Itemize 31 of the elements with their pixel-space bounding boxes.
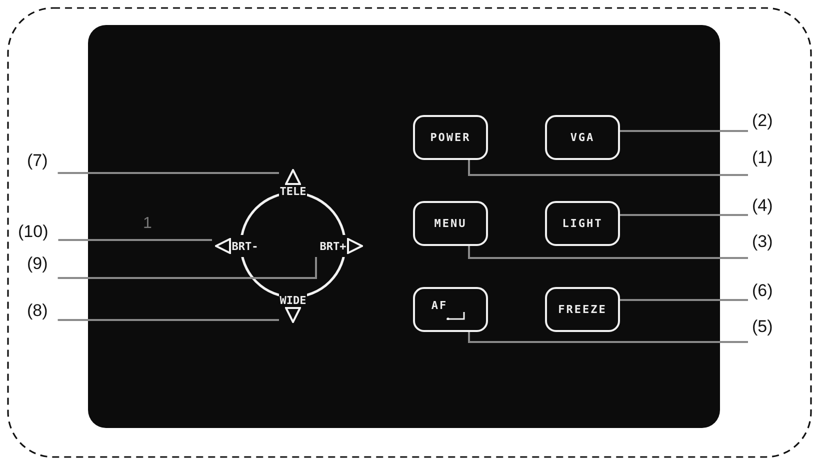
leader-line — [620, 214, 748, 216]
callout-number: (1) — [752, 148, 773, 168]
callout-number: (4) — [752, 196, 773, 216]
callout-number: (7) — [27, 151, 48, 171]
key-label: TELE — [278, 184, 308, 198]
panel-button: FREEZE — [545, 287, 620, 332]
callout-number: (9) — [27, 254, 48, 274]
panel-button: VGA — [545, 115, 620, 160]
panel-button: MENU — [413, 201, 488, 246]
callout-number: (6) — [752, 281, 773, 301]
callout-number: (10) — [18, 222, 48, 242]
leader-line — [468, 160, 748, 176]
callout-number: (5) — [752, 317, 773, 337]
leader-line — [58, 239, 212, 241]
panel-button: POWER — [413, 115, 488, 160]
stray-mark: 1 — [143, 214, 152, 234]
leader-line — [58, 257, 317, 279]
leader-line — [620, 130, 748, 132]
leader-line — [58, 172, 279, 174]
callout-number: (3) — [752, 232, 773, 252]
leader-line — [468, 332, 748, 343]
key-label: WIDE — [278, 294, 308, 306]
callout-number: (2) — [752, 111, 773, 131]
key-label: BRT- — [230, 240, 260, 252]
panel-button: AF — [413, 287, 488, 332]
leader-line — [58, 319, 279, 321]
key-label: BRT+ — [318, 240, 348, 252]
leader-line — [468, 246, 748, 259]
panel-button: LIGHT — [545, 201, 620, 246]
leader-line — [620, 299, 748, 301]
callout-number: (8) — [27, 301, 48, 321]
